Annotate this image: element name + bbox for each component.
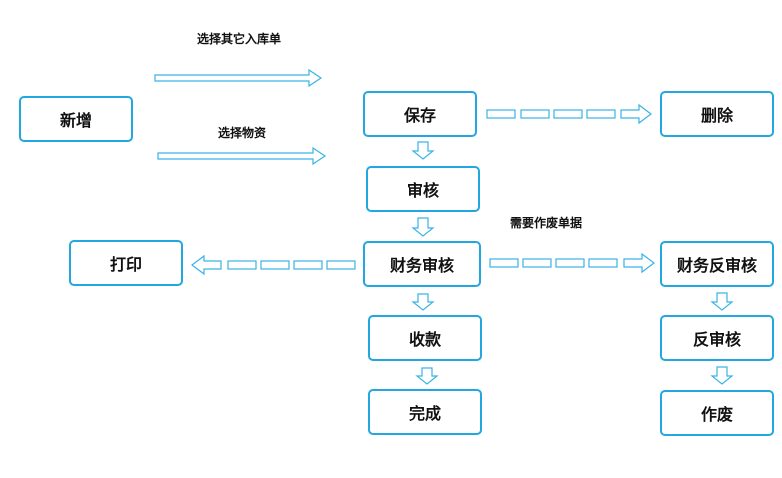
arrow-unreview-to-void (710, 366, 734, 385)
edge-label-select-other-inbound: 选择其它入库单 (197, 32, 282, 46)
arrow-finance-to-unreview (623, 252, 655, 274)
dash-save-delete-0 (486, 109, 516, 119)
dash-finance-unreview-0 (489, 258, 519, 268)
dash-save-delete-3 (586, 109, 616, 119)
node-save: 保存 (363, 91, 477, 137)
node-unreview: 反审核 (660, 315, 774, 361)
dash-finance-print-0 (227, 260, 257, 270)
node-add: 新增 (19, 96, 133, 142)
node-complete: 完成 (368, 389, 482, 435)
node-void: 作废 (660, 390, 774, 436)
dash-finance-print-3 (326, 260, 356, 270)
dash-finance-unreview-2 (555, 258, 585, 268)
dash-save-delete-1 (520, 109, 550, 119)
dash-finance-print-2 (293, 260, 323, 270)
dash-finance-print-1 (260, 260, 290, 270)
arrow-save-to-review (411, 141, 435, 160)
arrow-add-to-save-other-inbound (154, 68, 323, 88)
arrow-add-to-save-goods (157, 146, 327, 166)
node-print: 打印 (69, 240, 183, 286)
node-receive-payment: 收款 (368, 315, 482, 361)
arrow-receive-to-complete (415, 367, 439, 385)
arrow-review-to-finance (411, 217, 435, 237)
arrow-save-to-delete (620, 103, 652, 125)
dash-save-delete-2 (553, 109, 583, 119)
arrow-finance-to-receive (411, 293, 435, 311)
arrow-finance-to-print (191, 254, 222, 276)
node-finance-unreview: 财务反审核 (660, 241, 774, 287)
edge-label-select-goods: 选择物资 (218, 126, 267, 140)
edge-label-need-void: 需要作废单据 (510, 216, 583, 230)
node-delete: 删除 (660, 91, 774, 137)
node-review: 审核 (366, 166, 480, 212)
dash-finance-unreview-1 (522, 258, 552, 268)
arrow-unreview-finance-to-unreview (710, 292, 734, 311)
node-finance-review: 财务审核 (363, 241, 481, 287)
dash-finance-unreview-3 (588, 258, 618, 268)
